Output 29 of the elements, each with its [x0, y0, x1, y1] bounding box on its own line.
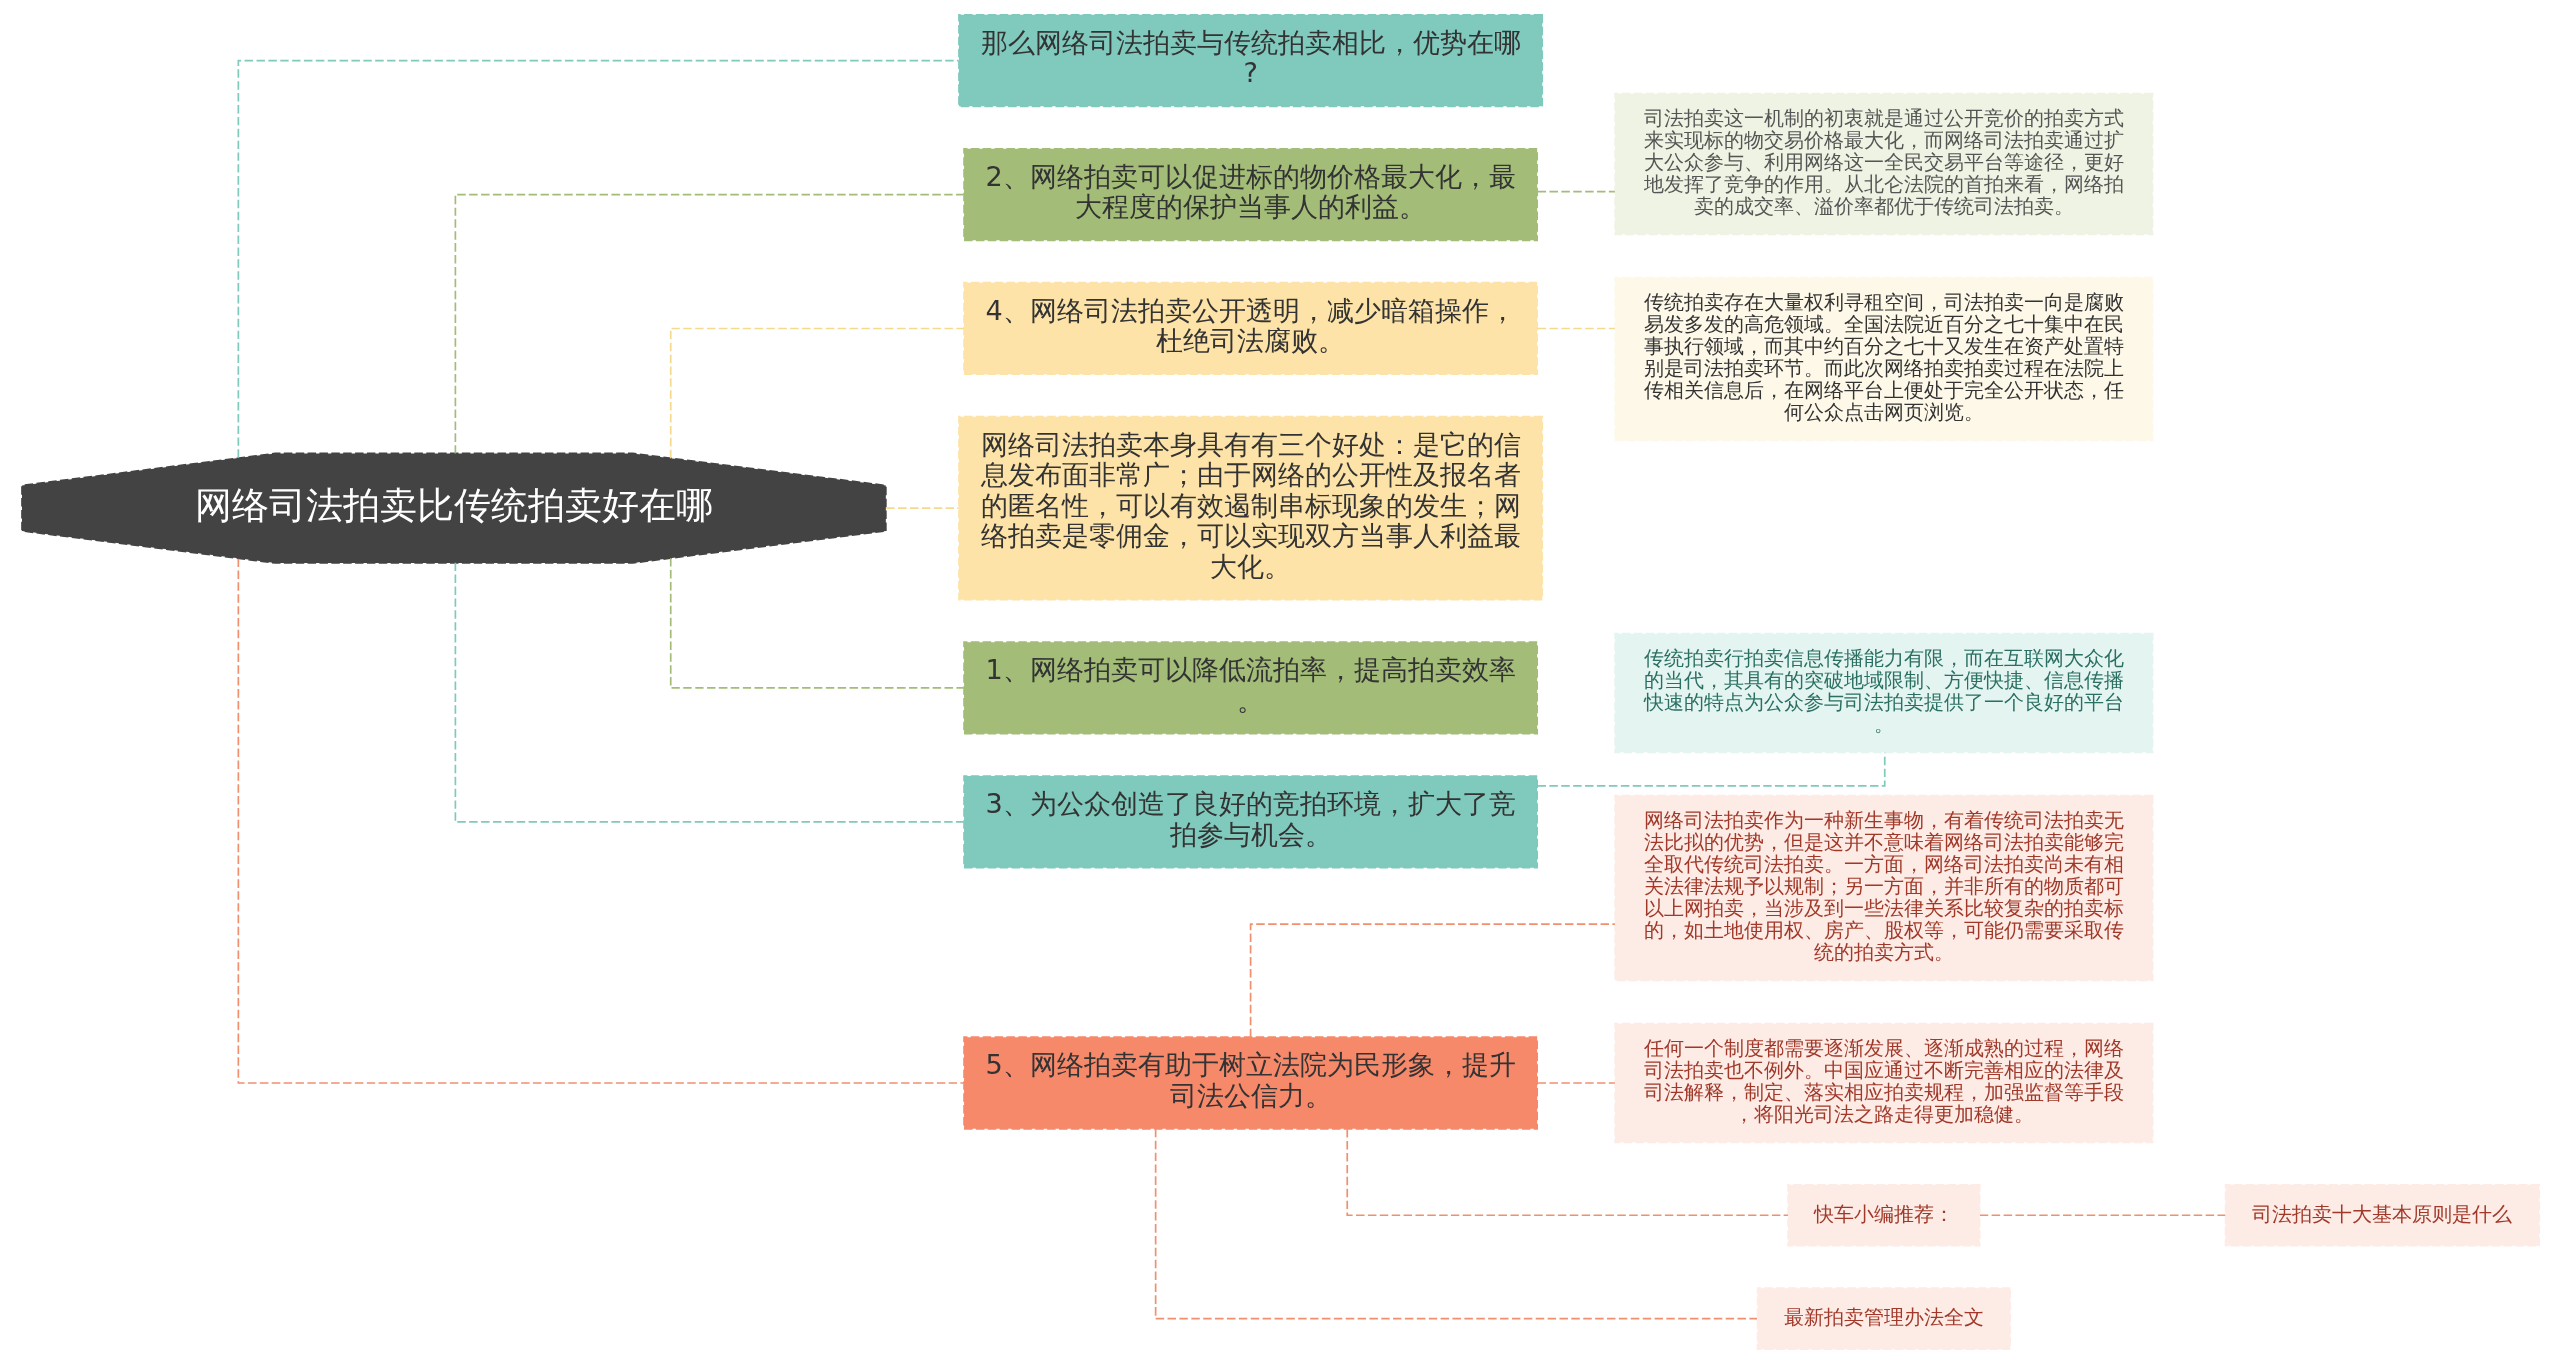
connector — [1345, 1128, 1789, 1217]
connector — [1249, 923, 1616, 1038]
connector — [669, 557, 964, 689]
node-box: 快车小编推荐： — [1786, 1183, 1981, 1247]
node-box: 司法拍卖这一机制的初衷就是通过公开竞价的拍卖方式来实现标的物交易价格最大化，而网络司法拍卖通过扩大公众参与、利用网络这一全民交易平台等途径，更好地发挥了竞争的作用。从北仑法院的首拍来看，网络拍卖的成交率、溢价率都优于传统司法拍卖。 — [1613, 92, 2153, 236]
node-box: 2、网络拍卖可以促进标的物价格最大化，最大程度的保护当事人的利益。 — [962, 147, 1538, 242]
connector — [1536, 1082, 1616, 1084]
node-box: 3、为公众创造了良好的竞拍环境，扩大了竞拍参与机会。 — [962, 775, 1538, 869]
node-box: 网络司法拍卖本身具有有三个好处：是它的信息发布面非常广；由于网络的公开性及报名者的匿名性，可以有效遏制串标现象的发生；网络拍卖是零佣金，可以实现双方当事人利益最大化。 — [957, 415, 1543, 601]
node-box: 司法拍卖十大基本原则是什么 — [2224, 1183, 2540, 1247]
connector — [454, 562, 964, 823]
connector — [1154, 1128, 1758, 1320]
node-box: 5、网络拍卖有助于树立法院为民形象，提升司法公信力。 — [962, 1036, 1538, 1130]
connector — [1536, 190, 1616, 193]
connector — [669, 327, 964, 459]
node-box: 网络司法拍卖作为一种新生事物，有着传统司法拍卖无法比拟的优势，但是这并不意味着网络司法拍卖能够完全取代传统司法拍卖。一方面，网络司法拍卖尚未有相关法律法规予以规制；另一方面，并非所有的物质都可以上网拍卖，当涉及到一些法律关系比较复杂的拍卖标的，如土地使用权、房产、股权等，可能仍需要采取传统的拍卖方式。 — [1613, 794, 2153, 982]
connector — [237, 59, 959, 459]
connector — [237, 557, 965, 1084]
node-box: 传统拍卖行拍卖信息传播能力有限，而在互联网大众化的当代，其具有的突破地域限制、方便快捷、信息传播快速的特点为公众参与司法拍卖提供了一个良好的平台。 — [1613, 632, 2153, 754]
node-box: 任何一个制度都需要逐渐发展、逐渐成熟的过程，网络司法拍卖也不例外。中国应通过不断完善相应的法律及司法解释，制定、落实相应拍卖规程，加强监督等手段，将阳光司法之路走得更加稳健。 — [1613, 1022, 2153, 1144]
node-box: 传统拍卖存在大量权利寻租空间，司法拍卖一向是腐败易发多发的高危领域。全国法院近百分之七十集中在民事执行领域，而其中约百分之七十又发生在资产处置特别是司法拍卖环节。而此次网络拍卖拍卖过程在法院上传相关信息后，在网络平台上便处于完全公开状态，任何公众点击网页浏览。 — [1613, 276, 2153, 442]
connector — [884, 507, 960, 510]
node-box: 最新拍卖管理办法全文 — [1756, 1287, 2011, 1351]
node-box: 1、网络拍卖可以降低流拍率，提高拍卖效率。 — [962, 641, 1538, 735]
connector — [1978, 1214, 2226, 1217]
node-box: 那么网络司法拍卖与传统拍卖相比，优势在哪? — [957, 13, 1543, 108]
node-box: 4、网络司法拍卖公开透明，减少暗箱操作，杜绝司法腐败。 — [962, 281, 1538, 376]
connector — [454, 193, 964, 455]
connector — [1536, 327, 1616, 330]
